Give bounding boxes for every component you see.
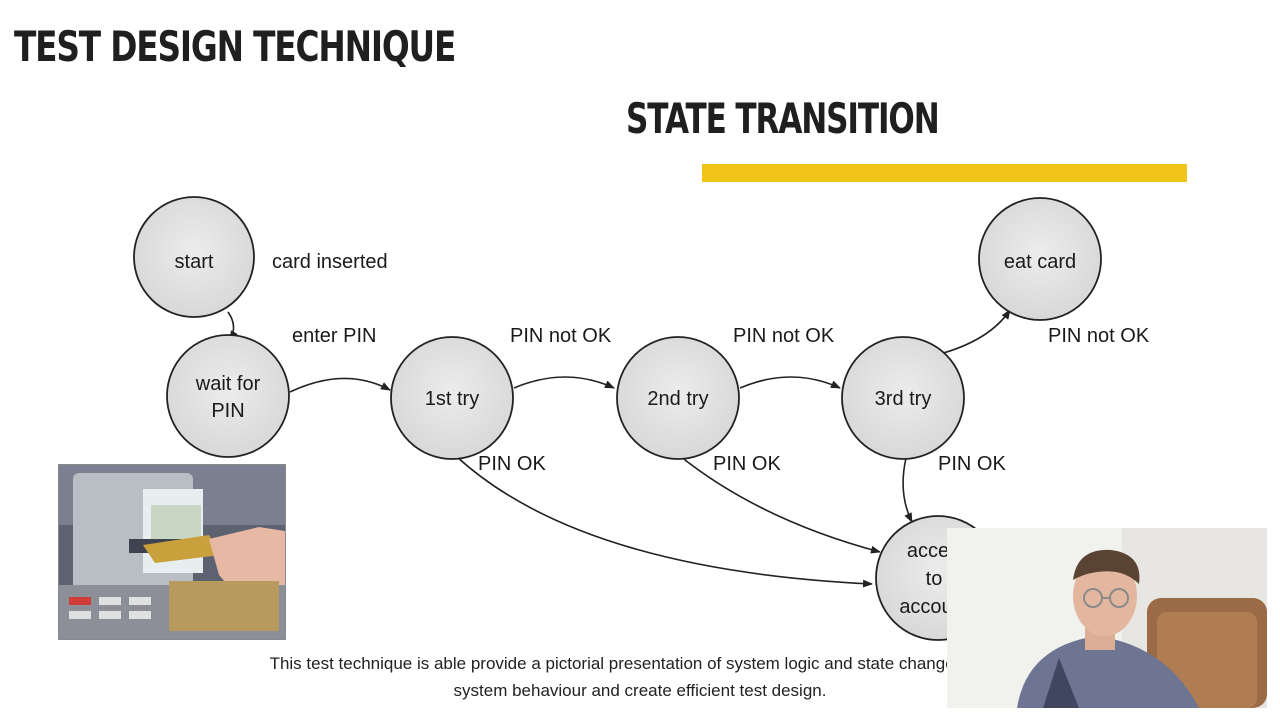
state-label-wait-1: wait for	[195, 373, 261, 395]
edge-try2-try3	[739, 376, 841, 389]
edge-try3-eat	[939, 309, 1011, 355]
transition-pin-ok-1: PIN OK	[478, 453, 546, 475]
edge-try3-access	[902, 457, 913, 523]
atm-card-photo	[58, 464, 286, 640]
state-label-access-3: accou	[899, 596, 952, 618]
transition-labels: card inserted enter PIN PIN not OK PIN n…	[272, 251, 1150, 475]
diagram-edges	[227, 309, 1011, 588]
edge-try2-access	[679, 455, 881, 554]
state-label-access-2: to	[926, 568, 943, 590]
caption-line-1: This test technique is able provide a pi…	[269, 654, 1011, 673]
caption-line-2: system behaviour and create efficient te…	[453, 681, 827, 700]
slide-title: TEST DESIGN TECHNIQUE	[14, 22, 456, 71]
transition-card-inserted: card inserted	[272, 251, 388, 273]
transition-pin-not-ok-1: PIN not OK	[510, 325, 612, 347]
node-eat-card	[978, 197, 1102, 321]
presenter-webcam	[947, 528, 1267, 708]
node-1st-try	[390, 336, 514, 460]
state-label-start: start	[175, 251, 214, 273]
edge-wait-try1	[289, 377, 391, 393]
accent-bar	[702, 164, 1187, 182]
state-label-2nd-try: 2nd try	[647, 388, 708, 410]
transition-pin-ok-3: PIN OK	[938, 453, 1006, 475]
node-3rd-try	[841, 336, 965, 460]
edge-try1-access	[455, 455, 873, 588]
state-label-1st-try: 1st try	[425, 388, 479, 410]
edge-try1-try2	[513, 376, 615, 389]
node-start	[133, 196, 255, 318]
slide-caption: This test technique is able provide a pi…	[60, 650, 1220, 704]
state-label-3rd-try: 3rd try	[875, 388, 932, 410]
state-label-access-1: acce	[907, 540, 949, 562]
transition-pin-ok-2: PIN OK	[713, 453, 781, 475]
transition-enter-pin: enter PIN	[292, 325, 376, 347]
transition-pin-not-ok-2: PIN not OK	[733, 325, 835, 347]
node-labels: start wait for PIN 1st try 2nd try 3rd t…	[175, 251, 1077, 618]
transition-pin-not-ok-3: PIN not OK	[1048, 325, 1150, 347]
state-label-wait-2: PIN	[211, 400, 244, 422]
state-label-eat-card: eat card	[1004, 251, 1076, 273]
node-2nd-try	[616, 336, 740, 460]
slide-subtitle: STATE TRANSITION	[626, 94, 940, 143]
diagram-nodes	[133, 196, 1102, 641]
node-wait-for-pin	[166, 334, 290, 458]
